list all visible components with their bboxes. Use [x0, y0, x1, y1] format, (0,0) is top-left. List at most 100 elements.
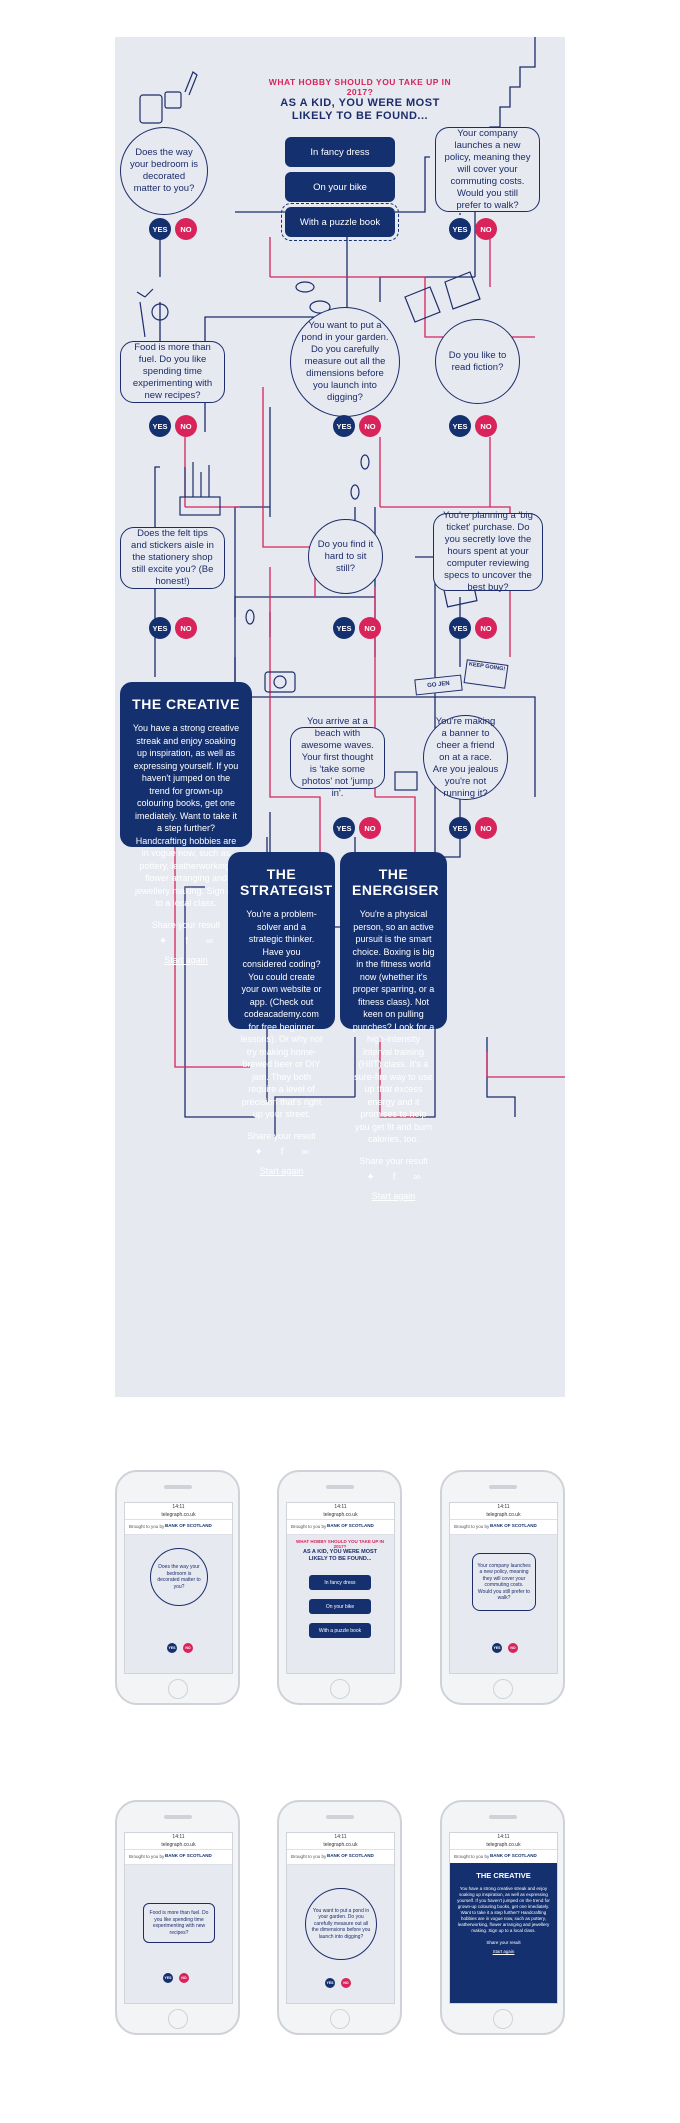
option-fancy-dress[interactable]: In fancy dress	[285, 137, 395, 167]
link-icon[interactable]: ∞	[301, 1146, 309, 1158]
yes-button[interactable]: YES	[449, 415, 471, 437]
flowchart-lines	[136, 37, 565, 1137]
link-icon[interactable]: ∞	[413, 1171, 421, 1183]
start-again-link[interactable]: Start again	[371, 1190, 416, 1201]
question-fiction: Do you like to read fiction?	[435, 319, 520, 404]
no-button[interactable]: NO	[341, 1978, 351, 1988]
home-button	[493, 2009, 513, 2029]
question-commute: Your company launches a new policy, mean…	[472, 1553, 536, 1611]
result-body: You're a problem-solver and a strategic …	[240, 909, 323, 1119]
result-body: You're a physical person, so an active p…	[352, 909, 435, 1144]
poster-title: WHAT HOBBY SHOULD YOU TAKE UP IN 2017?	[295, 1539, 385, 1549]
yes-button[interactable]: YES	[163, 1973, 173, 1983]
twitter-icon[interactable]: ✦	[254, 1146, 263, 1158]
result-creative: THE CREATIVE You have a strong creative …	[120, 682, 252, 965]
question-banner: You're making a banner to cheer a friend…	[423, 715, 508, 800]
no-button[interactable]: NO	[508, 1643, 518, 1653]
home-button	[493, 1679, 513, 1699]
share-label: Share your result	[247, 1130, 316, 1141]
start-again-link[interactable]: Start again	[259, 1165, 304, 1176]
yes-button[interactable]: YES	[167, 1643, 177, 1653]
home-button	[330, 2009, 350, 2029]
option-puzzle-book[interactable]: With a puzzle book	[281, 203, 399, 241]
yes-button[interactable]: YES	[333, 817, 355, 839]
question-big-ticket: You're planning a 'big ticket' purchase.…	[433, 510, 543, 593]
question-pond: You want to put a pond in your garden. D…	[290, 307, 400, 417]
yes-button[interactable]: YES	[149, 218, 171, 240]
link-icon[interactable]: ∞	[206, 935, 214, 947]
question-food: Food is more than fuel. Do you like spen…	[120, 341, 225, 403]
result-title: THE CREATIVE	[476, 1871, 531, 1880]
option-fancy-dress[interactable]: In fancy dress	[309, 1575, 371, 1590]
no-button[interactable]: NO	[359, 817, 381, 839]
home-button	[168, 1679, 188, 1699]
poster-title: WHAT HOBBY SHOULD YOU TAKE UP IN 2017?	[268, 77, 452, 97]
share-label: Share your result	[486, 1940, 521, 1945]
twitter-icon[interactable]: ✦	[366, 1171, 375, 1183]
facebook-icon[interactable]: f	[392, 1171, 396, 1183]
yes-button[interactable]: YES	[149, 415, 171, 437]
question-pond: You want to put a pond in your garden. D…	[305, 1888, 377, 1960]
no-button[interactable]: NO	[183, 1643, 193, 1653]
option-puzzle-book[interactable]: With a puzzle book	[309, 1623, 371, 1638]
yes-button[interactable]: YES	[449, 617, 471, 639]
result-creative: THE CREATIVE You have a strong creative …	[450, 1863, 557, 2003]
yes-button[interactable]: YES	[325, 1978, 335, 1988]
start-again-link[interactable]: Start again	[164, 954, 208, 965]
option-bike[interactable]: On your bike	[285, 172, 395, 202]
question-sit-still: Do you find it hard to sit still?	[308, 519, 383, 594]
no-button[interactable]: NO	[475, 415, 497, 437]
result-energiser: THE ENERGISER You're a physical person, …	[340, 852, 447, 1201]
share-label: Share your result	[359, 1155, 428, 1166]
no-button[interactable]: NO	[359, 415, 381, 437]
question-stationery: Does the felt tips and stickers aisle in…	[120, 527, 225, 589]
no-button[interactable]: NO	[175, 415, 197, 437]
facebook-icon[interactable]: f	[185, 935, 189, 947]
no-button[interactable]: NO	[175, 218, 197, 240]
question-beach: You arrive at a beach with awesome waves…	[290, 716, 385, 799]
no-button[interactable]: NO	[175, 617, 197, 639]
yes-button[interactable]: YES	[492, 1643, 502, 1653]
poster-subtitle: AS A KID, YOU WERE MOST LIKELY TO BE FOU…	[302, 1549, 378, 1562]
flowchart-poster: WHAT HOBBY SHOULD YOU TAKE UP IN 2017? A…	[115, 37, 565, 1397]
question-commute: Your company launches a new policy, mean…	[435, 127, 540, 212]
twitter-icon[interactable]: ✦	[158, 935, 168, 947]
poster-subtitle: AS A KID, YOU WERE MOST LIKELY TO BE FOU…	[280, 97, 440, 122]
yes-button[interactable]: YES	[333, 617, 355, 639]
facebook-icon[interactable]: f	[280, 1146, 284, 1158]
yes-button[interactable]: YES	[333, 415, 355, 437]
no-button[interactable]: NO	[475, 817, 497, 839]
share-label: Share your result	[151, 919, 221, 930]
yes-button[interactable]: YES	[449, 817, 471, 839]
yes-button[interactable]: YES	[149, 617, 171, 639]
no-button[interactable]: NO	[475, 218, 497, 240]
start-again-link[interactable]: Start again	[492, 1949, 515, 1954]
result-title: THE STRATEGIST	[240, 866, 333, 898]
question-bedroom: Does the way your bedroom is decorated m…	[150, 1548, 208, 1606]
option-bike[interactable]: On your bike	[309, 1599, 371, 1614]
no-button[interactable]: NO	[475, 617, 497, 639]
no-button[interactable]: NO	[359, 617, 381, 639]
yes-button[interactable]: YES	[449, 218, 471, 240]
no-button[interactable]: NO	[179, 1973, 189, 1983]
